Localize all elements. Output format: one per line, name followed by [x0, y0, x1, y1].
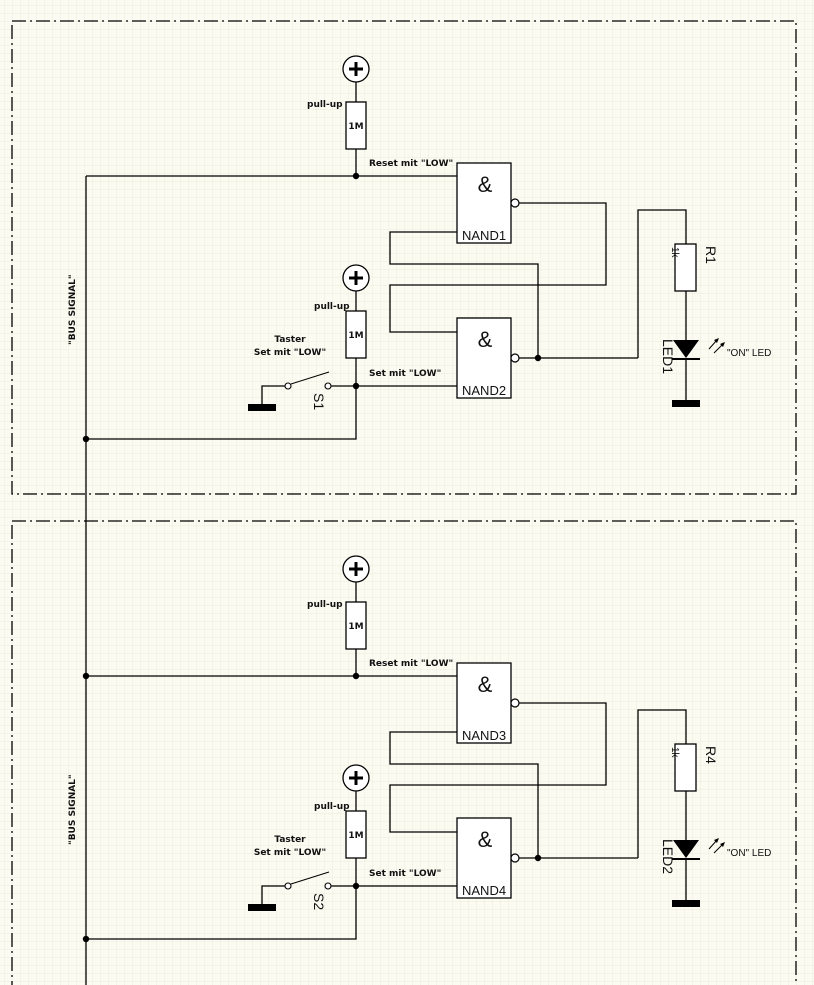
feedback-wire-top: [389, 702, 607, 833]
switch-ground-wire: [261, 885, 285, 904]
led-diode-icon: [673, 840, 699, 858]
junction-dot: [534, 354, 542, 362]
resistor-value-top: 1M: [348, 122, 363, 132]
light-arrow-head: [720, 342, 725, 347]
ground-symbol: [248, 904, 276, 911]
switch-lever: [290, 871, 330, 885]
inverter-bubble: [510, 698, 520, 708]
bus-set-wire: [86, 386, 357, 440]
junction-dot: [352, 172, 360, 180]
junction-dot: [82, 672, 90, 680]
pullup-label-top: pull-up: [307, 100, 343, 110]
supply-plus-symbol: [342, 555, 370, 583]
resistor-value: 1k: [669, 747, 680, 759]
switch-contact: [324, 382, 332, 390]
and-symbol: &: [478, 672, 493, 697]
reset-label: Reset mit "LOW": [369, 159, 453, 169]
gate-label-bottom: NAND4: [462, 883, 506, 898]
junction-dot: [534, 854, 542, 862]
bus-signal-label: "BUS SIGNAL": [68, 274, 78, 345]
and-symbol: &: [478, 827, 493, 852]
switch-label-set: Set mit "LOW": [254, 348, 326, 358]
nand-gate-bottom: [456, 817, 512, 899]
led-label: "ON" LED: [727, 848, 771, 859]
feedback-wire-bottom: [389, 731, 539, 858]
junction-dot: [352, 672, 360, 680]
ground-symbol: [672, 900, 700, 907]
switch-label-taster: Taster: [274, 835, 306, 845]
pullup-label-bottom: pull-up: [314, 302, 350, 312]
light-arrow-head: [714, 338, 719, 343]
feedback-wire-bottom: [389, 231, 539, 358]
gate-label-bottom: NAND2: [462, 383, 506, 398]
set-label: Set mit "LOW": [369, 869, 441, 879]
switch-label-set: Set mit "LOW": [254, 848, 326, 858]
supply-plus-symbol: [342, 764, 370, 792]
gate-label-top: NAND3: [462, 728, 506, 743]
led-feed-wire: [637, 209, 687, 358]
led-label: "ON" LED: [727, 348, 771, 359]
bus-set-wire: [86, 886, 357, 940]
bus-signal-label: "BUS SIGNAL": [68, 774, 78, 845]
nand-gate-bottom: [456, 317, 512, 399]
resistor-name: R4: [703, 746, 719, 764]
light-arrow-head: [720, 842, 725, 847]
and-symbol: &: [478, 172, 493, 197]
inverter-bubble: [510, 353, 520, 363]
junction-dot: [82, 935, 90, 943]
gate-label-top: NAND1: [462, 228, 506, 243]
set-label: Set mit "LOW": [369, 369, 441, 379]
nand-gate-top: [456, 662, 512, 744]
pullup-label-top: pull-up: [307, 600, 343, 610]
nand-gate-top: [456, 162, 512, 244]
circuit-frame: [11, 20, 797, 495]
led-name: LED2: [660, 839, 676, 874]
led-feed-wire: [637, 709, 687, 858]
resistor-value-top: 1M: [348, 622, 363, 632]
ground-symbol: [672, 400, 700, 407]
reset-label: Reset mit "LOW": [369, 659, 453, 669]
switch-contact: [324, 882, 332, 890]
switch-ground-wire: [261, 385, 285, 404]
pullup-label-bottom: pull-up: [314, 802, 350, 812]
resistor-value-bottom: 1M: [348, 831, 363, 841]
inverter-bubble: [510, 853, 520, 863]
circuit-frame: [11, 520, 797, 985]
switch-lever: [290, 371, 330, 385]
feedback-wire-top: [389, 202, 607, 333]
junction-dot: [82, 435, 90, 443]
switch-contact: [284, 382, 292, 390]
supply-plus-symbol: [342, 55, 370, 83]
switch-name: S1: [311, 393, 327, 410]
switch-name: S2: [311, 893, 327, 910]
resistor-name: R1: [703, 246, 719, 264]
inverter-bubble: [510, 198, 520, 208]
ground-symbol: [248, 404, 276, 411]
supply-plus-symbol: [342, 264, 370, 292]
led-name: LED1: [660, 339, 676, 374]
light-arrow-head: [714, 838, 719, 843]
resistor-value-bottom: 1M: [348, 331, 363, 341]
switch-label-taster: Taster: [274, 335, 306, 345]
resistor-value: 1k: [669, 247, 680, 259]
led-diode-icon: [673, 340, 699, 358]
switch-contact: [284, 882, 292, 890]
and-symbol: &: [478, 327, 493, 352]
